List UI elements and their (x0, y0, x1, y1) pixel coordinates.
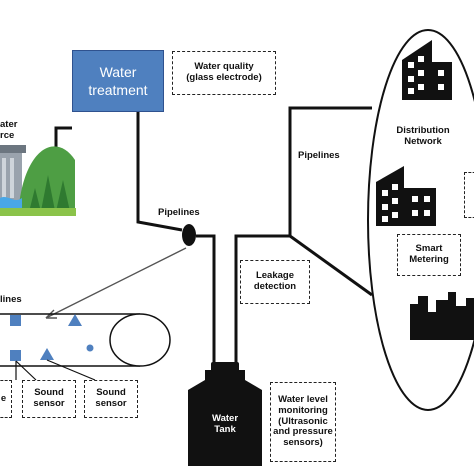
partial-sensor-label: e (0, 392, 7, 404)
sound-sensor-2-line1: Sound (96, 387, 126, 399)
water-level-line2: monitoring (278, 404, 328, 416)
water-level-line5: sensors) (283, 437, 323, 449)
water-quality-line1: Water quality (194, 61, 254, 73)
sound-sensor-box-2: Sound sensor (84, 380, 138, 418)
pipe-sensors (10, 314, 94, 361)
sensor-pointer-lines (15, 359, 96, 381)
water-source-label: ater rce (0, 119, 18, 142)
connecting-lines (54, 106, 373, 370)
water-treatment-line1: Water (99, 63, 137, 80)
water-quality-line2: (glass electrode) (186, 72, 262, 83)
leakage-detection-label: Leakage detection (253, 270, 297, 293)
water-source-line1: ater (0, 119, 18, 130)
sound-sensor-1-line2: sensor (33, 398, 65, 409)
sensor-triangle-2 (40, 348, 54, 360)
distribution-network-label: Distribution Network (388, 125, 458, 148)
sound-sensor-2-line2: sensor (95, 398, 127, 409)
valve-to-tank-line (196, 234, 216, 370)
water-quality-box: Water quality (glass electrode) (172, 51, 276, 95)
building-icon-middle (376, 166, 436, 226)
sound-sensor-1-line1: Sound (34, 387, 64, 399)
building-icon-top (402, 40, 452, 100)
city-skyline-icon (410, 292, 474, 340)
treatment-to-valve-line (136, 112, 183, 232)
water-level-line4: and pressure (273, 426, 333, 438)
leakage-detection-line1: Leakage (255, 270, 294, 282)
pipelines-label-right: Pipelines (298, 150, 340, 161)
sound-sensor-label-2: Sound sensor (95, 387, 127, 410)
water-level-monitoring-box: Water level monitoring (Ultrasonic and p… (270, 382, 336, 462)
leakage-detection-box: Leakage detection (240, 260, 310, 304)
offscreen-dashed-box (464, 172, 474, 218)
water-tank-line2: Tank (214, 423, 236, 435)
distribution-network-line1: Distribution (396, 125, 450, 136)
water-level-line3: (Ultrasonic (278, 415, 328, 427)
sensor-triangle-1 (68, 314, 82, 326)
sensor-square-2 (10, 350, 21, 361)
water-level-monitoring-label: Water level monitoring (Ultrasonic and p… (273, 393, 333, 450)
smart-metering-line2: Metering (409, 254, 449, 265)
sensor-dot (86, 344, 94, 352)
water-treatment-line2: treatment (88, 82, 148, 98)
leakage-detection-line2: detection (253, 281, 297, 292)
water-quality-label: Water quality (glass electrode) (186, 61, 262, 84)
sound-sensor-label-1: Sound sensor (33, 387, 65, 410)
water-treatment-box: Water treatment (72, 50, 164, 112)
distribution-network-line2: Network (404, 135, 442, 147)
pipe-section (0, 313, 171, 367)
pipelines-label-top: Pipelines (158, 207, 200, 218)
partial-sensor-box: e (0, 380, 12, 418)
water-source-line2: rce (0, 129, 15, 141)
distribution-network-circle (367, 29, 474, 411)
pipeline-valve-node (182, 224, 196, 246)
sound-sensor-box-1: Sound sensor (22, 380, 76, 418)
water-tank-label: Water Tank (196, 413, 254, 436)
smart-metering-label: Smart Metering (409, 243, 449, 266)
zoom-arrow (45, 247, 187, 319)
water-level-line1: Water level (278, 393, 328, 405)
source-to-treatment-line (54, 126, 72, 148)
pipelines-label-left: lines (0, 294, 22, 305)
water-tank-icon (188, 362, 262, 466)
smart-metering-line1: Smart (415, 243, 443, 255)
smart-metering-box: Smart Metering (397, 234, 461, 276)
branch-to-circle-line (289, 234, 373, 297)
water-source-illustration (0, 145, 76, 216)
water-tank-line1: Water (211, 413, 239, 424)
sensor-square-1 (10, 315, 21, 326)
tank-to-distribution-line (234, 106, 372, 370)
